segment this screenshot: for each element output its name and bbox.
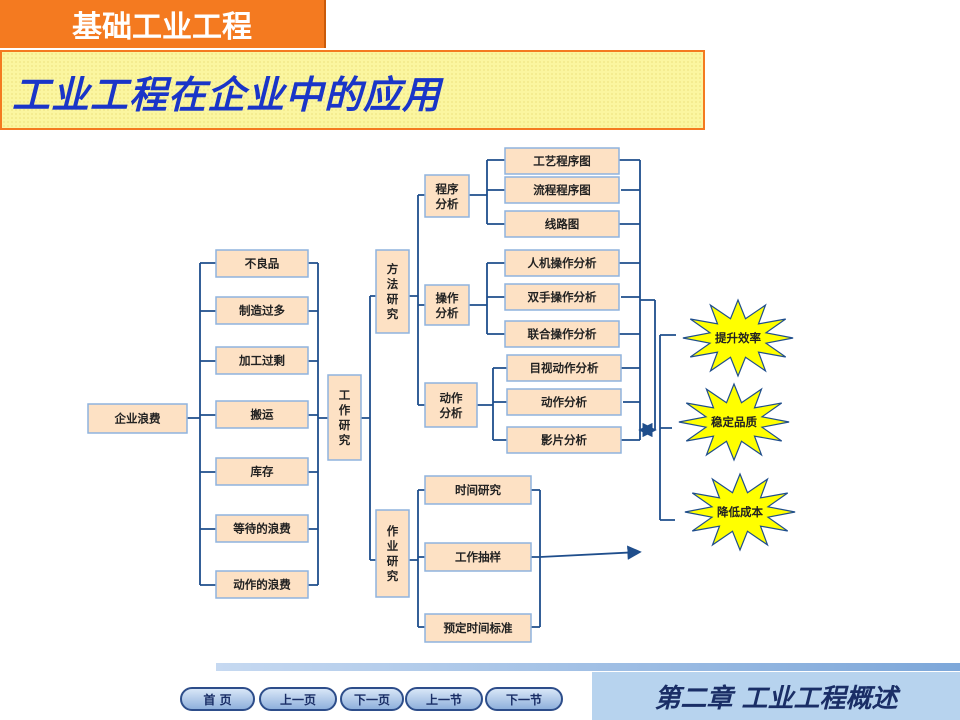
process-item-box-label: 工艺程序图 xyxy=(533,154,591,168)
svg-text:工: 工 xyxy=(339,388,351,402)
waste-box: 制造过多 xyxy=(215,296,309,325)
result-star: 降低成本 xyxy=(684,472,796,552)
motion-item-box-label: 目视动作分析 xyxy=(530,361,599,375)
motion-item-box: 目视动作分析 xyxy=(506,354,622,382)
star-burst-icon xyxy=(684,472,796,552)
waste-box: 不良品 xyxy=(215,249,309,278)
measurement-item-box-label: 工作抽样 xyxy=(455,550,501,564)
prev-page-button[interactable]: 上一页 xyxy=(259,687,337,711)
waste-box-label: 搬运 xyxy=(251,408,274,422)
svg-text:分析: 分析 xyxy=(440,406,463,420)
course-title: 基础工业工程 xyxy=(0,0,326,48)
svg-text:法: 法 xyxy=(387,277,399,291)
waste-box-label: 不良品 xyxy=(245,257,280,271)
svg-text:研: 研 xyxy=(387,292,399,306)
measurement-item-box: 时间研究 xyxy=(424,475,532,505)
measurement-item-box: 工作抽样 xyxy=(424,542,532,572)
waste-box: 等待的浪费 xyxy=(215,514,309,543)
operation-item-box-label: 联合操作分析 xyxy=(528,327,597,341)
next-section-button[interactable]: 下一节 xyxy=(485,687,563,711)
motion-item-box: 动作分析 xyxy=(506,388,622,416)
process-item-box: 工艺程序图 xyxy=(504,147,620,175)
operation-item-box-label: 人机操作分析 xyxy=(528,256,597,270)
result-star: 稳定品质 xyxy=(678,382,790,462)
svg-text:究: 究 xyxy=(387,569,399,583)
waste-box: 库存 xyxy=(215,457,309,486)
process-item-box-label: 流程程序图 xyxy=(533,183,591,197)
svg-text:作: 作 xyxy=(339,403,351,417)
svg-text:研: 研 xyxy=(339,418,351,432)
process-item-box-label: 线路图 xyxy=(545,217,580,231)
svg-text:操作: 操作 xyxy=(436,291,459,305)
operation-analysis-box: 操作分析 xyxy=(424,284,470,326)
motion-item-box-label: 影片分析 xyxy=(541,433,587,447)
svg-text:分析: 分析 xyxy=(436,197,459,211)
svg-text:业: 业 xyxy=(387,539,399,553)
svg-text:究: 究 xyxy=(339,433,351,447)
svg-text:作: 作 xyxy=(387,524,399,538)
star-burst-icon xyxy=(682,298,794,378)
measurement-item-box-label: 预定时间标准 xyxy=(444,621,513,635)
waste-box-label: 等待的浪费 xyxy=(232,522,291,536)
title-band: 工业工程在企业中的应用 xyxy=(0,50,705,130)
home-button[interactable]: 首 页 xyxy=(180,687,255,711)
chapter-title: 第二章 工业工程概述 xyxy=(654,683,898,714)
measurement-item-box-label: 时间研究 xyxy=(455,483,501,497)
operation-item-box-label: 双手操作分析 xyxy=(527,290,597,304)
svg-text:动作: 动作 xyxy=(440,391,463,405)
svg-text:研: 研 xyxy=(387,554,399,568)
star-burst-icon xyxy=(678,382,790,462)
svg-text:方: 方 xyxy=(387,262,399,276)
chapter-banner: 第二章 工业工程概述 xyxy=(592,672,960,720)
waste-box-label: 加工过剩 xyxy=(238,354,285,368)
waste-box: 加工过剩 xyxy=(215,346,309,375)
measurement-item-box: 预定时间标准 xyxy=(424,613,532,643)
operation-item-box: 人机操作分析 xyxy=(504,249,620,277)
motion-analysis-box: 动作分析 xyxy=(424,382,478,428)
waste-box-label: 库存 xyxy=(251,465,274,479)
svg-text:究: 究 xyxy=(387,307,399,321)
result-label: 稳定品质 xyxy=(711,415,757,429)
operation-item-box: 双手操作分析 xyxy=(504,283,620,311)
waste-box: 动作的浪费 xyxy=(215,570,309,599)
root-box-label: 企业浪费 xyxy=(114,412,161,426)
operation-item-box: 联合操作分析 xyxy=(504,320,620,348)
result-label: 降低成本 xyxy=(717,505,763,519)
slide-title: 工业工程在企业中的应用 xyxy=(12,73,442,117)
waste-box-label: 动作的浪费 xyxy=(233,578,291,592)
prev-section-button[interactable]: 上一节 xyxy=(405,687,483,711)
footer-rule xyxy=(216,663,960,671)
next-page-button[interactable]: 下一页 xyxy=(340,687,404,711)
svg-text:分析: 分析 xyxy=(436,306,459,320)
waste-box: 搬运 xyxy=(215,400,309,429)
process-item-box: 线路图 xyxy=(504,210,620,238)
waste-box-label: 制造过多 xyxy=(239,304,285,318)
result-star: 提升效率 xyxy=(682,298,794,378)
process-item-box: 流程程序图 xyxy=(504,176,620,204)
result-label: 提升效率 xyxy=(715,331,761,345)
motion-item-box: 影片分析 xyxy=(506,426,622,454)
svg-text:程序: 程序 xyxy=(436,182,459,196)
motion-item-box-label: 动作分析 xyxy=(541,395,587,409)
root-box: 企业浪费 xyxy=(87,403,188,434)
